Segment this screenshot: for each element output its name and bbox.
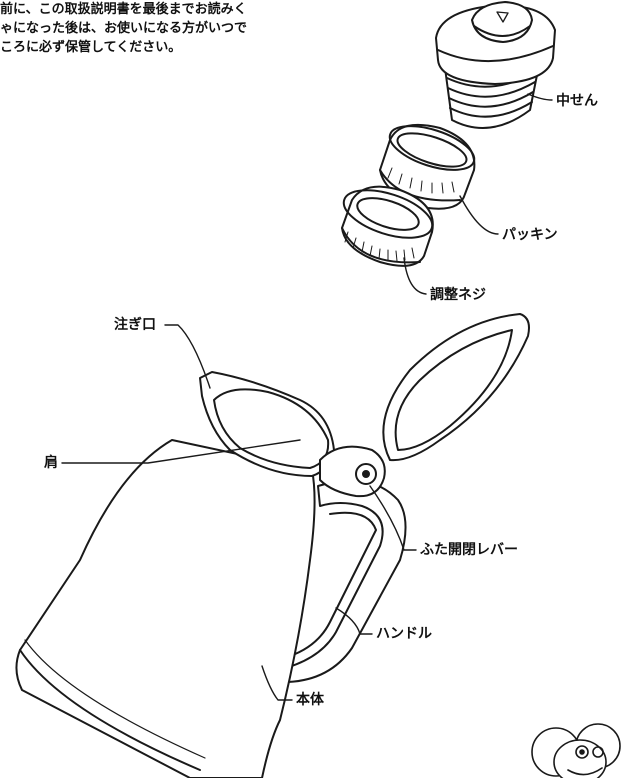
intro-line-2: ゃになった後は、お使いになる方がいつで (0, 21, 248, 36)
label-chousei-neji: 調整ネジ (430, 287, 486, 303)
label-handle: ハンドル (376, 626, 432, 642)
adjusting-screw-drawing (341, 185, 434, 267)
intro-line-1: 前に、この取扱説明書を最後までお読みく (0, 2, 247, 17)
label-hontai: 本体 (296, 692, 324, 708)
body-drawing (15, 371, 407, 778)
label-futa-lever: ふた開閉レバー (420, 542, 518, 558)
leader-lines (61, 93, 553, 701)
intro-line-3: ころに必ず保管してください。 (0, 40, 182, 55)
lid-drawing (382, 313, 530, 462)
mascot-illustration (531, 723, 621, 778)
packing-drawing (379, 124, 476, 210)
label-packing: パッキン (502, 227, 558, 243)
label-kata: 肩 (44, 455, 58, 471)
intro-text: 前に、この取扱説明書を最後までお読みく ゃになった後は、お使いになる方がいつで … (0, 0, 330, 57)
label-nakasen: 中せん (556, 93, 598, 109)
label-sosogiguchi: 注ぎ口 (114, 317, 156, 333)
stopper-drawing (435, 1, 556, 129)
